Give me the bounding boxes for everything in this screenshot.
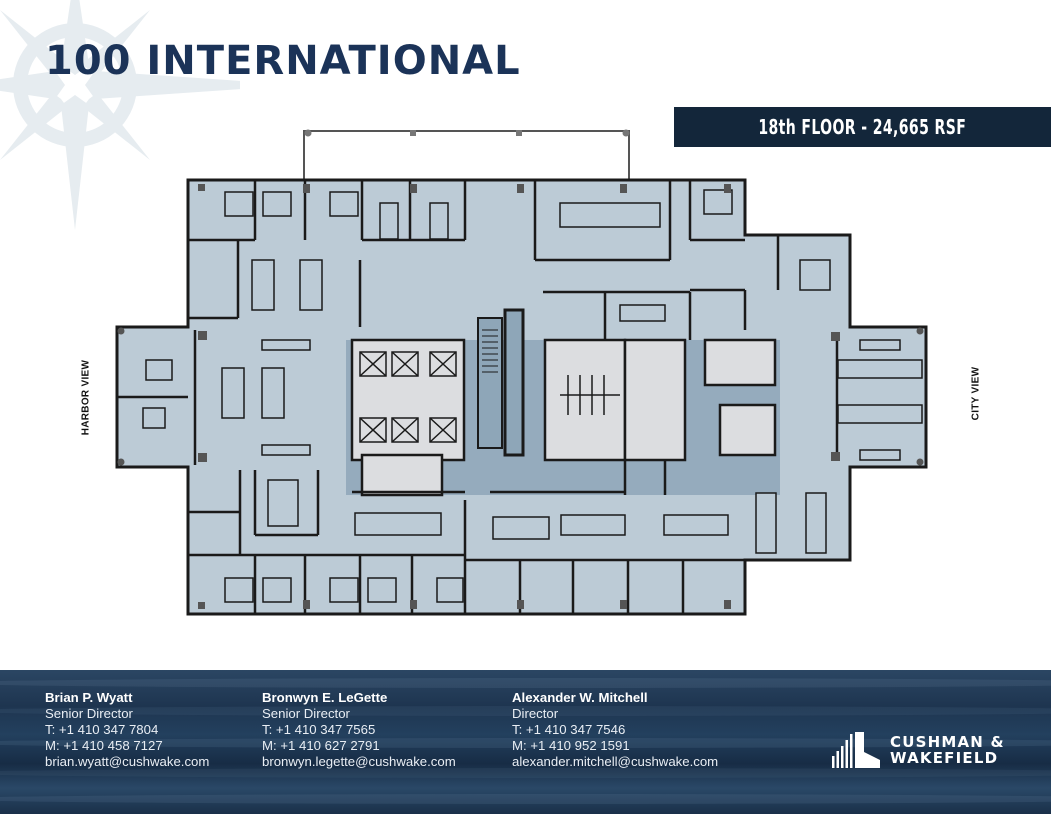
columns: [117, 184, 924, 609]
logo-line-1: CUSHMAN &: [890, 733, 1005, 751]
contact-card: Brian P. Wyatt Senior Director T: +1 410…: [45, 690, 209, 770]
contact-card: Alexander W. Mitchell Director T: +1 410…: [512, 690, 718, 770]
contact-email[interactable]: bronwyn.legette@cushwake.com: [262, 754, 456, 769]
building-logo-icon: [832, 732, 880, 768]
interior-walls: [117, 180, 839, 614]
contact-footer: Brian P. Wyatt Senior Director T: +1 410…: [0, 670, 1051, 814]
floor-banner: 18th FLOOR - 24,665 RSF: [674, 107, 1051, 147]
contact-title: Director: [512, 706, 559, 721]
compass-rose-icon: [0, 0, 240, 230]
furniture: [142, 189, 923, 603]
contact-card: Bronwyn E. LeGette Senior Director T: +1…: [262, 690, 456, 770]
contact-title: Senior Director: [262, 706, 350, 721]
contact-phone[interactable]: T: +1 410 347 7546: [512, 722, 626, 737]
cushman-wakefield-logo: CUSHMAN & WAKEFIELD: [832, 732, 1005, 768]
contact-mobile[interactable]: M: +1 410 458 7127: [45, 738, 163, 753]
contact-name: Brian P. Wyatt: [45, 690, 133, 705]
contact-phone[interactable]: T: +1 410 347 7804: [45, 722, 159, 737]
contact-mobile[interactable]: M: +1 410 952 1591: [512, 738, 630, 753]
floor-plan: [115, 129, 928, 616]
building-core: [346, 308, 780, 497]
contact-email[interactable]: brian.wyatt@cushwake.com: [45, 754, 210, 769]
contact-name: Alexander W. Mitchell: [512, 690, 648, 705]
page-title: 100 INTERNATIONAL: [45, 38, 521, 84]
logo-line-2: WAKEFIELD: [890, 749, 999, 767]
contact-email[interactable]: alexander.mitchell@cushwake.com: [512, 754, 719, 769]
contact-phone[interactable]: T: +1 410 347 7565: [262, 722, 376, 737]
contact-title: Senior Director: [45, 706, 133, 721]
terrace: [303, 129, 630, 182]
contact-mobile[interactable]: M: +1 410 627 2791: [262, 738, 380, 753]
contact-name: Bronwyn E. LeGette: [262, 690, 388, 705]
floor-banner-label: 18th FLOOR - 24,665 RSF: [758, 115, 967, 139]
